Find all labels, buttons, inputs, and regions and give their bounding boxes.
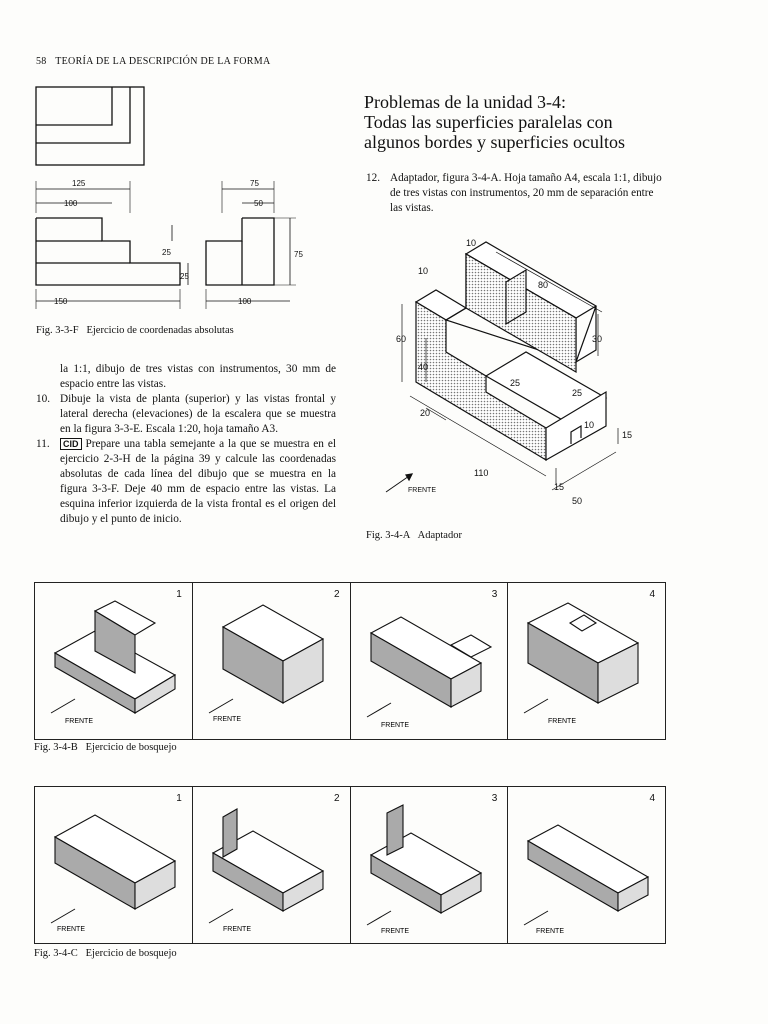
dim-150: 150 xyxy=(54,297,68,306)
iso-sketch: FRENTE xyxy=(366,804,482,935)
panel-b-1: 1 FRENTE xyxy=(35,583,193,739)
exercise-12: 12. Adaptador, figura 3-4-A. Hoja tamaño… xyxy=(366,171,666,216)
paragraph-continuation: la 1:1, dibujo de tres vistas con instru… xyxy=(60,363,336,390)
caption-fig-3-4-a: Fig. 3-4-A Adaptador xyxy=(366,530,462,541)
caption-label: Fig. 3-3-F xyxy=(36,325,79,336)
dim-15a: 15 xyxy=(622,430,632,440)
frente-label: FRENTE xyxy=(408,487,436,494)
dim-75v: 75 xyxy=(294,250,303,259)
panel-c-3: 3 FRENTE xyxy=(351,787,509,943)
dim-25a: 25 xyxy=(510,378,520,388)
frente-label: FRENTE xyxy=(536,928,564,935)
dim-10b: 10 xyxy=(418,266,428,276)
dim-30: 30 xyxy=(592,334,602,344)
figure-3-4-b-panels: 1 FRENTE 2 xyxy=(34,582,666,740)
panel-c-2: 2 FRENTE xyxy=(193,787,351,943)
dim-10c: 10 xyxy=(584,420,594,430)
panel-number: 3 xyxy=(491,793,498,804)
figure-3-3-f: 125 100 75 50 25 25 75 150 100 xyxy=(35,86,303,309)
dim-25a: 25 xyxy=(162,248,171,257)
cid-badge: CID xyxy=(60,438,82,450)
iso-sketch: FRENTE xyxy=(366,616,492,729)
panel-number: 1 xyxy=(176,793,182,804)
frente-label: FRENTE xyxy=(381,928,409,935)
dim-50: 50 xyxy=(572,496,582,506)
dim-50: 50 xyxy=(254,199,263,208)
caption-text: Ejercicio de bosquejo xyxy=(85,948,177,959)
iso-sketch: FRENTE xyxy=(208,604,324,723)
panel-number: 2 xyxy=(333,589,340,600)
panel-c-4: 4 FRENTE xyxy=(508,787,665,943)
exercise-number: 10. xyxy=(36,393,51,405)
panel-number: 1 xyxy=(176,589,182,600)
panel-number: 4 xyxy=(649,589,655,600)
iso-sketch: FRENTE xyxy=(523,824,650,935)
panel-b-4: 4 FRENTE xyxy=(508,583,665,739)
dim-125: 125 xyxy=(72,179,86,188)
panel-number: 4 xyxy=(649,793,655,804)
dim-75: 75 xyxy=(250,179,259,188)
exercise-number: 11. xyxy=(36,438,50,450)
dim-80: 80 xyxy=(538,280,548,290)
caption-label: Fig. 3-4-A xyxy=(366,530,411,541)
frente-label: FRENTE xyxy=(381,722,409,729)
caption-text: Ejercicio de coordenadas absolutas xyxy=(86,325,234,336)
dim-25b: 25 xyxy=(180,272,189,281)
panel-b-2: 2 FRENTE xyxy=(193,583,351,739)
section-title: Problemas de la unidad 3-4: Todas las su… xyxy=(364,92,625,152)
frente-label: FRENTE xyxy=(213,716,241,723)
running-header: 58 TEORÍA DE LA DESCRIPCIÓN DE LA FORMA xyxy=(36,56,271,67)
exercise-10: 10. Dibuje la vista de planta (superior)… xyxy=(36,392,336,437)
iso-sketch: FRENTE xyxy=(523,602,640,725)
caption-fig-3-3-f: Fig. 3-3-F Ejercicio de coordenadas abso… xyxy=(36,325,234,336)
page-number: 58 xyxy=(36,56,47,67)
dim-40: 40 xyxy=(418,362,428,372)
iso-sketch: FRENTE xyxy=(50,814,177,933)
figure-3-4-a-adapter: 10 10 80 60 30 40 25 25 20 10 110 15 15 … xyxy=(385,238,632,506)
dim-100a: 100 xyxy=(64,199,78,208)
iso-sketch: FRENTE xyxy=(50,600,177,725)
dim-60: 60 xyxy=(396,334,406,344)
frente-label: FRENTE xyxy=(548,718,576,725)
caption-label: Fig. 3-4-C xyxy=(34,948,78,959)
caption-text: Adaptador xyxy=(417,530,462,541)
panel-number: 3 xyxy=(491,589,498,600)
dim-15b: 15 xyxy=(554,482,564,492)
dim-10a: 10 xyxy=(466,238,476,248)
frente-label: FRENTE xyxy=(65,718,93,725)
frente-label: FRENTE xyxy=(223,926,251,933)
caption-text: Ejercicio de bosquejo xyxy=(85,742,177,753)
caption-label: Fig. 3-4-B xyxy=(34,742,78,753)
iso-sketch: FRENTE xyxy=(208,808,324,933)
dim-20: 20 xyxy=(420,408,430,418)
dim-25b: 25 xyxy=(572,388,582,398)
dim-100b: 100 xyxy=(238,297,252,306)
panel-number: 2 xyxy=(333,793,340,804)
left-body-text: la 1:1, dibujo de tres vistas con instru… xyxy=(36,362,336,527)
exercise-text: Dibuje la vista de planta (superior) y l… xyxy=(60,393,336,435)
caption-fig-3-4-b: Fig. 3-4-B Ejercicio de bosquejo xyxy=(34,742,177,753)
caption-fig-3-4-c: Fig. 3-4-C Ejercicio de bosquejo xyxy=(34,948,177,959)
dim-110: 110 xyxy=(474,468,488,478)
running-title: TEORÍA DE LA DESCRIPCIÓN DE LA FORMA xyxy=(55,56,271,67)
panel-c-1: 1 FRENTE xyxy=(35,787,193,943)
figure-3-4-c-panels: 1 FRENTE 2 FRENT xyxy=(34,786,666,944)
exercise-number: 12. xyxy=(366,172,380,184)
frente-label: FRENTE xyxy=(57,926,85,933)
exercise-text: Adaptador, figura 3-4-A. Hoja tamaño A4,… xyxy=(390,172,662,214)
panel-b-3: 3 FRENTE xyxy=(351,583,509,739)
